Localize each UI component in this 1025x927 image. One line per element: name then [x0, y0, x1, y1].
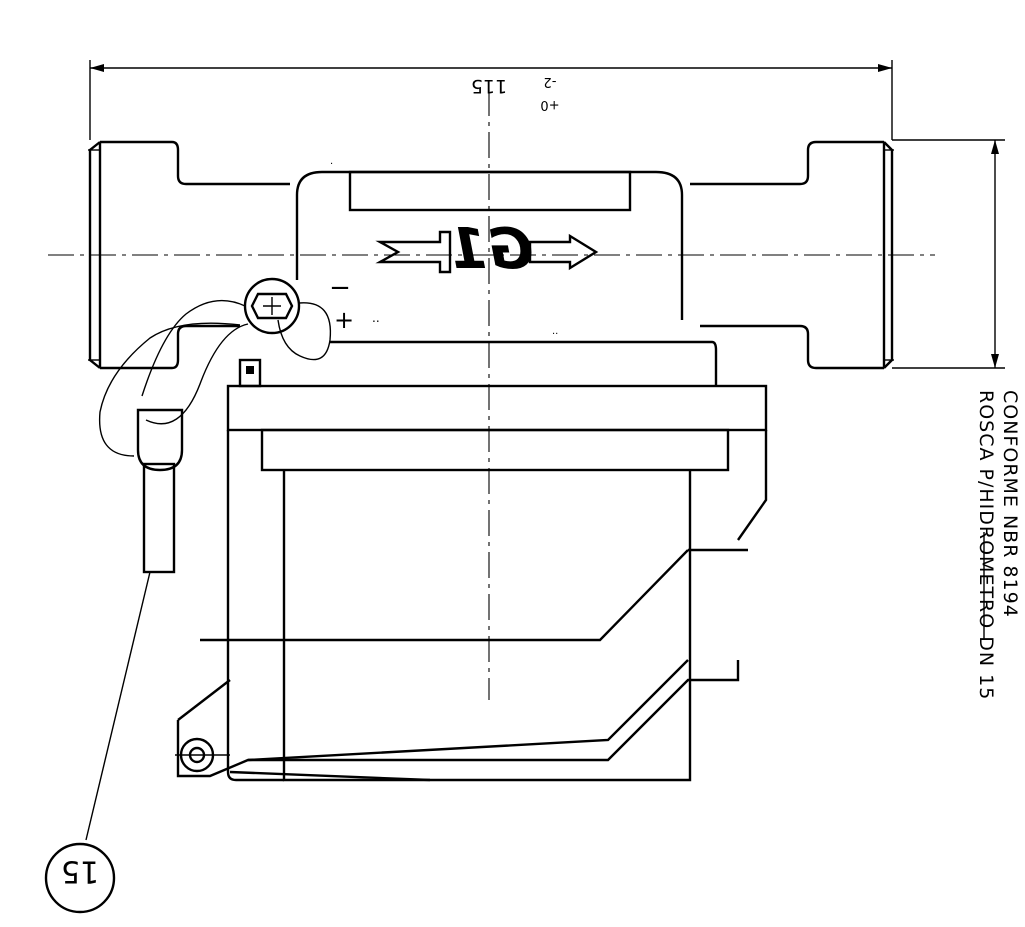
- item-balloon: 15: [44, 571, 151, 914]
- lead-seal: [136, 408, 184, 574]
- meter-body: . ..: [295, 156, 718, 386]
- flow-arrows: [375, 230, 599, 274]
- lid-and-hinge: [175, 548, 748, 778]
- inlet-size-marking: G1: [449, 217, 534, 282]
- svg-text:.: .: [330, 156, 333, 167]
- polarity-minus: −: [329, 273, 351, 303]
- register-housing: [226, 384, 768, 782]
- tolerance-lower: -2: [544, 74, 557, 89]
- tolerance-upper: +0: [540, 97, 559, 112]
- left-connection: [88, 140, 290, 370]
- overall-length-dimension: 115 -2 +0: [89, 60, 893, 140]
- overall-length-value: 115: [471, 75, 507, 97]
- svg-text:..: ..: [552, 326, 558, 337]
- seal-assembly: [98, 277, 332, 457]
- polarity-marks: − + ..: [329, 273, 380, 334]
- svg-text:..: ..: [372, 311, 380, 325]
- item-number: 15: [61, 854, 99, 889]
- notes: CONFORME NBR 8194 ROSCA P/HIDROMETRO DN …: [975, 390, 1021, 700]
- polarity-plus: +: [334, 306, 354, 334]
- note-standard: CONFORME NBR 8194: [999, 390, 1021, 618]
- right-connection: [690, 140, 894, 370]
- height-dimension: [892, 139, 1005, 369]
- note-thread: ROSCA P/HIDROMETRO DN 15: [975, 390, 997, 700]
